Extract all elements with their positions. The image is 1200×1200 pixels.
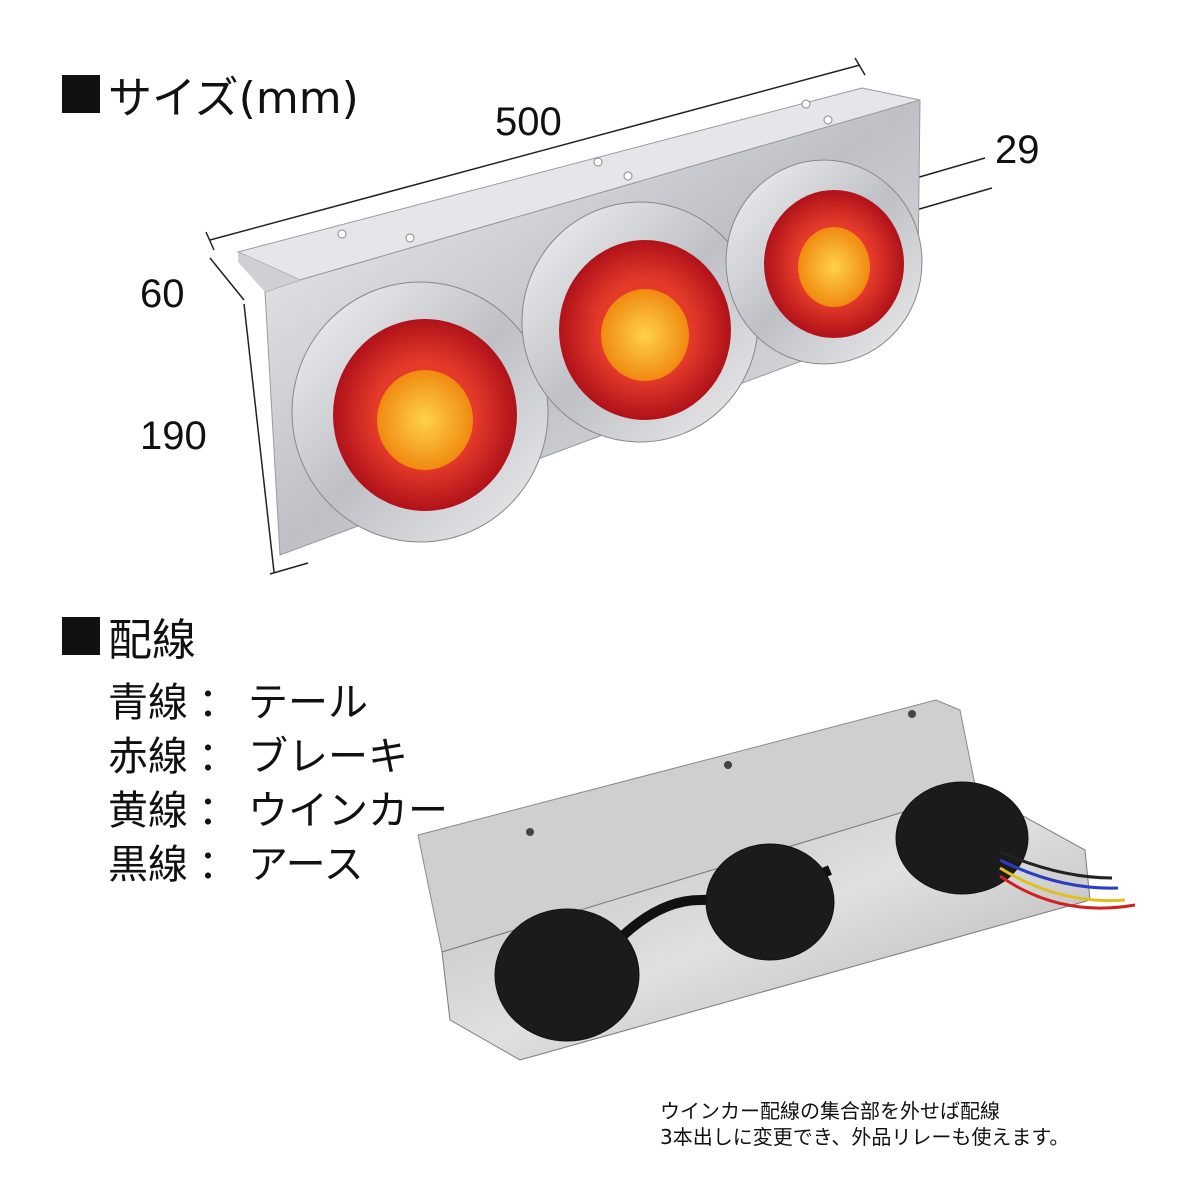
depth-dimension-line [915,157,986,179]
dimension-depth-left: 60 [140,272,185,316]
wire-color-label: 黄線 [108,788,188,834]
dimension-lines [205,57,993,575]
wire-color-label: 青線 [108,680,188,726]
lamp-middle [521,201,759,443]
rear-view-wires [999,850,1136,910]
wire-function-label: アース [248,842,364,888]
separator: ： [198,842,238,888]
wiring-heading: 配線 [62,604,196,668]
depth-left-dimension-line [209,257,245,301]
rear-view-lamps [494,781,1029,1042]
dimension-depth-top: 29 [995,128,1040,172]
wiring-note: ウインカー配線の集合部を外せば配線 3本出しに変更でき、外品リレーも使えます。 [660,1098,1069,1150]
wiring-item-red: 赤線 ： ブレーキ [108,730,448,784]
wiring-heading-label: 配線 [108,615,196,666]
wire-function-label: ブレーキ [248,734,408,780]
separator: ： [198,734,238,780]
height-dimension-line [243,303,275,573]
wire-function-label: テール [248,680,368,726]
wiring-list: 青線 ： テール 赤線 ： ブレーキ 黄線 ： ウインカー 黒線 ： アース [108,676,448,892]
square-bullet-icon [62,617,100,655]
dimension-width: 500 [495,100,562,144]
note-line-2: 3本出しに変更でき、外品リレーも使えます。 [660,1125,1070,1149]
note-line-1: ウインカー配線の集合部を外せば配線 [660,1099,1000,1123]
size-heading: サイズ(mm) [62,62,359,126]
wire-function-label: ウインカー [248,788,448,834]
dimension-height: 190 [140,414,207,458]
separator: ： [198,680,238,726]
lamp-left [291,281,549,543]
wiring-item-blue: 青線 ： テール [108,676,448,730]
wire-color-label: 赤線 [108,734,188,780]
square-bullet-icon [62,75,100,113]
width-dimension-line [209,64,861,241]
wiring-item-black: 黒線 ： アース [108,838,448,892]
wire-color-label: 黒線 [108,842,188,888]
separator: ： [198,788,238,834]
size-heading-label: サイズ(mm) [108,73,359,124]
lamp-right [725,159,923,365]
wiring-item-yellow: 黄線 ： ウインカー [108,784,448,838]
